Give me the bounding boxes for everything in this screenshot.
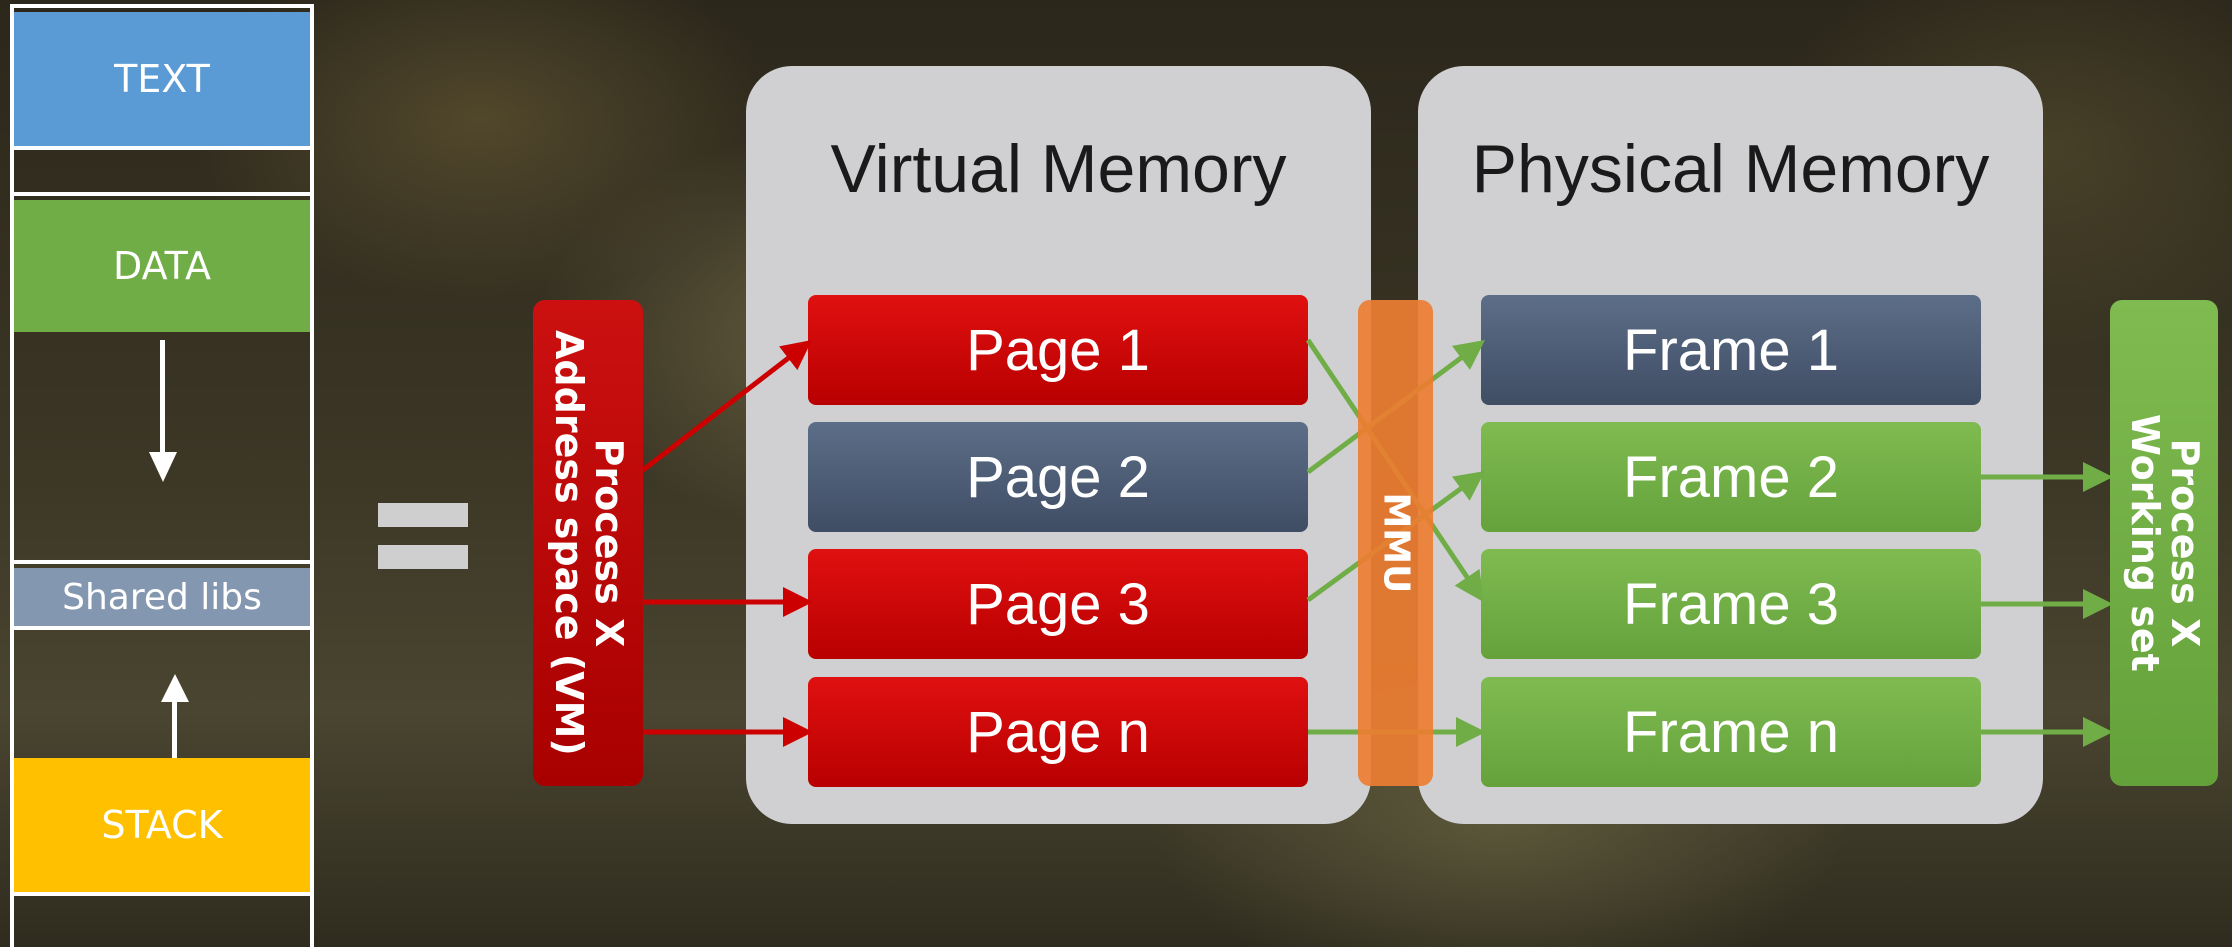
stack-segment: STACK bbox=[14, 758, 310, 892]
page-2-box: Page 2 bbox=[808, 422, 1308, 532]
frame-2-box: Frame 2 bbox=[1481, 422, 1981, 532]
segment-gap bbox=[14, 146, 310, 196]
heap-area bbox=[14, 332, 310, 564]
address-space-bar: Process X Address space (VM) bbox=[533, 300, 643, 786]
segment-divider bbox=[14, 892, 310, 896]
working-set-label-line1: Process X bbox=[2162, 438, 2207, 648]
working-set-label: Process X Working set bbox=[2123, 414, 2207, 672]
physical-memory-title: Physical Memory bbox=[1471, 131, 1990, 207]
memory-layout-column bbox=[10, 4, 314, 947]
mmu-label: MMU bbox=[1375, 492, 1417, 594]
equals-sign-top bbox=[378, 503, 468, 527]
stack-growth-line bbox=[172, 702, 177, 758]
data-segment: DATA bbox=[14, 200, 310, 332]
equals-sign-bottom bbox=[378, 545, 468, 569]
working-set-bar: Process X Working set bbox=[2110, 300, 2218, 786]
text-segment: TEXT bbox=[14, 12, 310, 146]
virtual-memory-title: Virtual Memory bbox=[830, 131, 1287, 207]
frame-n-box: Frame n bbox=[1481, 677, 1981, 787]
stack-growth-arrow-icon bbox=[161, 674, 189, 702]
heap-growth-arrow-icon bbox=[149, 452, 177, 482]
arrow-to-page-1 bbox=[641, 339, 812, 472]
stack-free-area bbox=[14, 626, 310, 758]
working-set-label-line2: Working set bbox=[2123, 414, 2167, 672]
mmu-bar: MMU bbox=[1358, 300, 1433, 786]
shared-libs-segment: Shared libs bbox=[14, 568, 310, 626]
page-3-box: Page 3 bbox=[808, 549, 1308, 659]
frame-3-box: Frame 3 bbox=[1481, 549, 1981, 659]
page-n-box: Page n bbox=[808, 677, 1308, 787]
page-1-box: Page 1 bbox=[808, 295, 1308, 405]
frame-1-box: Frame 1 bbox=[1481, 295, 1981, 405]
heap-growth-line bbox=[160, 340, 165, 460]
